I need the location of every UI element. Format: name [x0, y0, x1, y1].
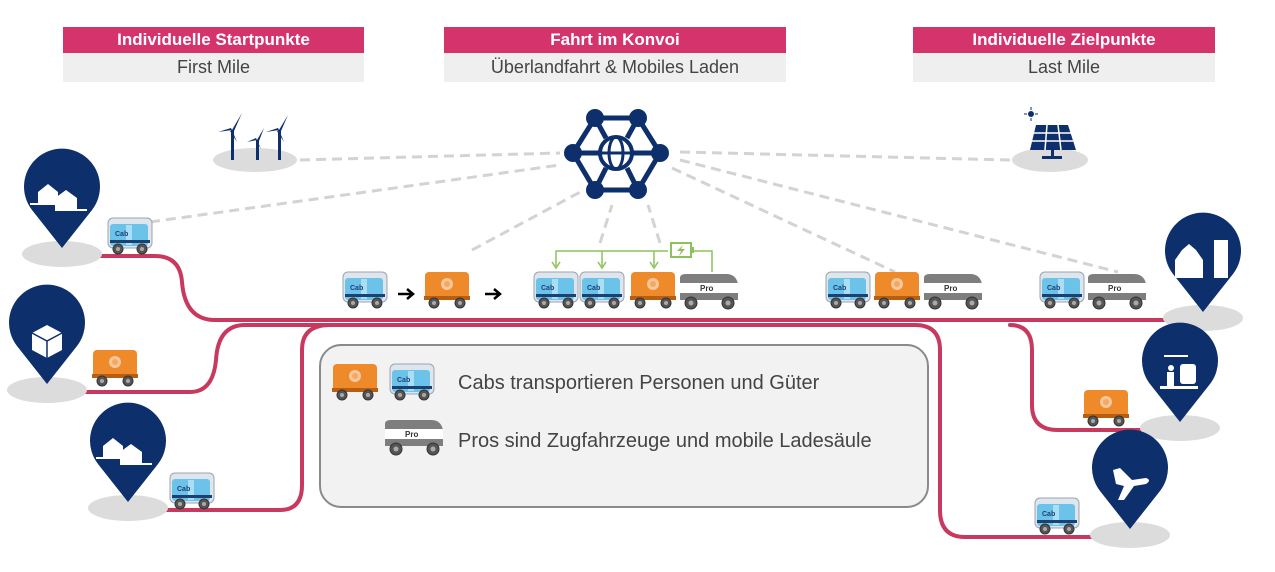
header-convoy-title: Fahrt im Konvoi — [444, 27, 786, 53]
cargo-vehicle — [629, 271, 677, 309]
train-station-icon — [1160, 355, 1198, 389]
header-end: Individuelle Zielpunkte Last Mile — [913, 27, 1215, 82]
pro-vehicle — [1087, 273, 1147, 310]
pro-vehicle — [679, 273, 739, 310]
houses-icon — [96, 438, 152, 465]
line-hub-cargo — [471, 188, 585, 252]
cargo-vehicle — [91, 349, 139, 387]
city-buildings-icon — [1175, 240, 1228, 278]
arrow-right-icon — [485, 288, 502, 300]
route-train — [1008, 323, 1182, 432]
legend-cab-icon — [389, 363, 435, 401]
header-start-title: Individuelle Startpunkte — [63, 27, 364, 53]
cab-vehicle — [107, 217, 153, 255]
end-pin-city[interactable] — [1163, 212, 1243, 331]
wind-turbines-icon — [213, 113, 297, 172]
connection-lines — [149, 150, 1119, 274]
cab-vehicle — [533, 271, 579, 309]
end-pin-train[interactable] — [1140, 322, 1220, 441]
cab-vehicle — [342, 271, 388, 309]
header-end-title: Individuelle Zielpunkte — [913, 27, 1215, 53]
package-icon — [31, 325, 63, 358]
cab-vehicle — [169, 472, 215, 510]
airplane-icon — [1113, 468, 1149, 500]
houses-icon — [30, 184, 87, 211]
header-convoy: Fahrt im Konvoi Überlandfahrt & Mobiles … — [444, 27, 786, 82]
line-hub-convoy — [598, 204, 614, 244]
cab-vehicle — [579, 271, 625, 309]
header-convoy-subtitle: Überlandfahrt & Mobiles Laden — [444, 53, 786, 82]
cab-vehicle — [825, 271, 871, 309]
header-start: Individuelle Startpunkte First Mile — [63, 27, 364, 82]
start-pin-houses-1[interactable] — [22, 148, 102, 267]
route-airport — [126, 323, 1132, 539]
line-hub-convoy3 — [671, 166, 896, 274]
cargo-vehicle — [423, 271, 471, 309]
end-pin-airport[interactable] — [1090, 429, 1170, 548]
line-hub-cab1 — [149, 163, 561, 224]
header-end-subtitle: Last Mile — [913, 53, 1215, 82]
line-hub-convoy2 — [646, 204, 662, 244]
pro-vehicle — [923, 273, 983, 310]
legend-pros-text: Pros sind Zugfahrzeuge und mobile Ladesä… — [458, 430, 872, 452]
route-package — [46, 323, 332, 394]
legend-cargo-icon — [331, 363, 379, 401]
start-pin-package[interactable] — [7, 284, 87, 403]
network-globe-icon — [564, 109, 669, 199]
line-hub-solar — [679, 150, 1011, 162]
header-start-subtitle: First Mile — [63, 53, 364, 82]
battery-charging-icon — [670, 242, 694, 258]
cab-vehicle — [1034, 497, 1080, 535]
solar-panel-icon — [1012, 107, 1088, 172]
cab-vehicle — [1039, 271, 1085, 309]
route-main — [60, 254, 1202, 322]
start-pin-houses-2[interactable] — [88, 402, 168, 521]
cargo-vehicle — [1082, 389, 1130, 427]
line-hub-wind — [299, 151, 561, 162]
cargo-vehicle — [873, 271, 921, 309]
line-hub-convoy4 — [679, 158, 1119, 274]
legend-pro-icon — [384, 419, 444, 456]
routes — [46, 254, 1202, 539]
charging-lines — [551, 250, 713, 272]
arrow-right-icon — [398, 288, 415, 300]
legend-cabs-text: Cabs transportieren Personen und Güter — [458, 372, 820, 394]
